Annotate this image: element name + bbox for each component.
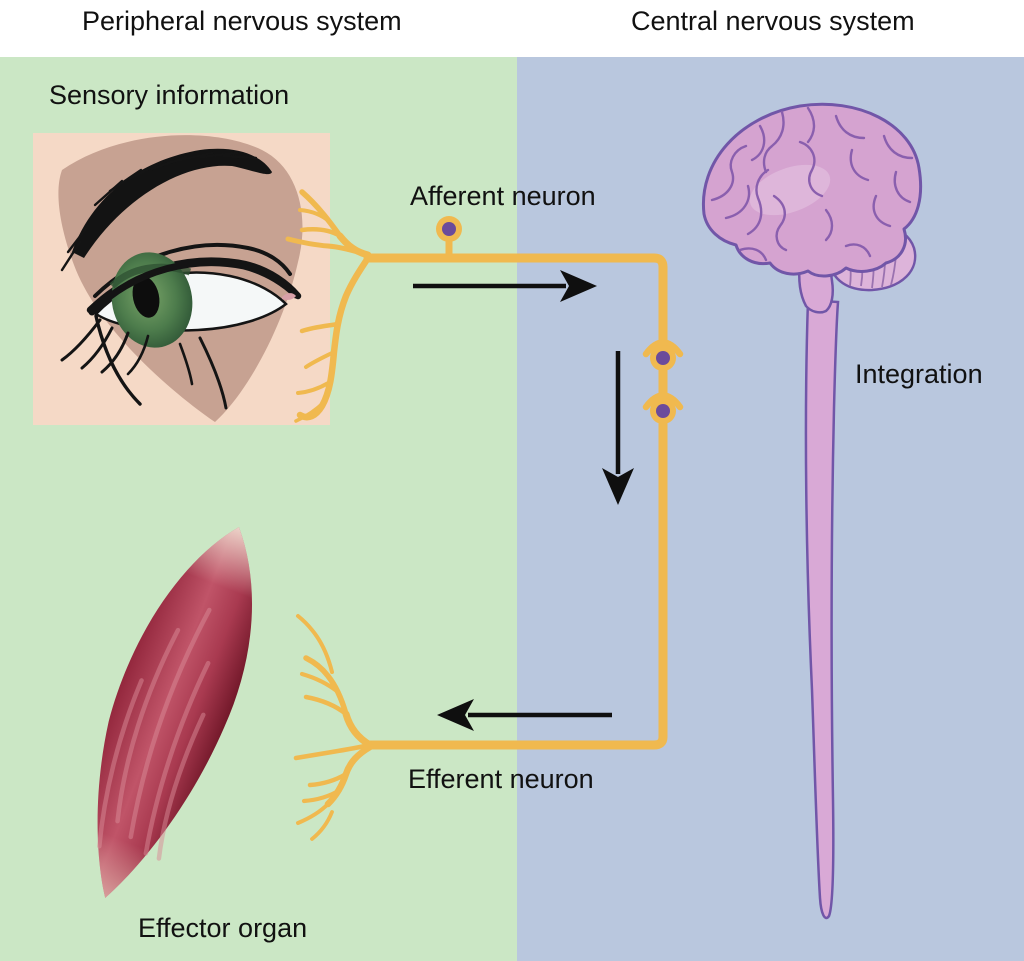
label-effector-organ: Effector organ xyxy=(138,913,308,943)
label-efferent-neuron: Efferent neuron xyxy=(408,764,594,794)
muscle-illustration xyxy=(97,527,253,898)
right-arrow-icon xyxy=(413,270,597,302)
brain-gyri xyxy=(710,106,914,262)
neuron-axon-path xyxy=(363,253,668,750)
eyebrow xyxy=(72,148,272,258)
label-sensory-information: Sensory information xyxy=(49,80,290,110)
down-arrow-icon xyxy=(602,351,634,505)
title-peripheral-nervous-system: Peripheral nervous system xyxy=(82,6,402,36)
eye-illustration xyxy=(33,133,330,425)
label-afferent-neuron: Afferent neuron xyxy=(410,181,596,211)
eye-dendrites-icon xyxy=(285,189,372,423)
label-integration: Integration xyxy=(855,359,983,389)
left-arrow-icon xyxy=(437,699,612,731)
synapse-icon xyxy=(642,392,684,424)
brain-illustration xyxy=(701,102,923,314)
pupil xyxy=(132,276,160,318)
afferent-soma-icon xyxy=(436,216,462,262)
spinal-cord-illustration xyxy=(804,298,840,920)
muscle-dendrites-icon xyxy=(293,614,374,841)
iris xyxy=(109,252,193,348)
eyelashes xyxy=(60,314,228,410)
title-central-nervous-system: Central nervous system xyxy=(631,6,915,36)
synapse-icon xyxy=(642,339,684,371)
eyebrow-hairs xyxy=(60,151,258,272)
tear-duct xyxy=(282,293,296,300)
